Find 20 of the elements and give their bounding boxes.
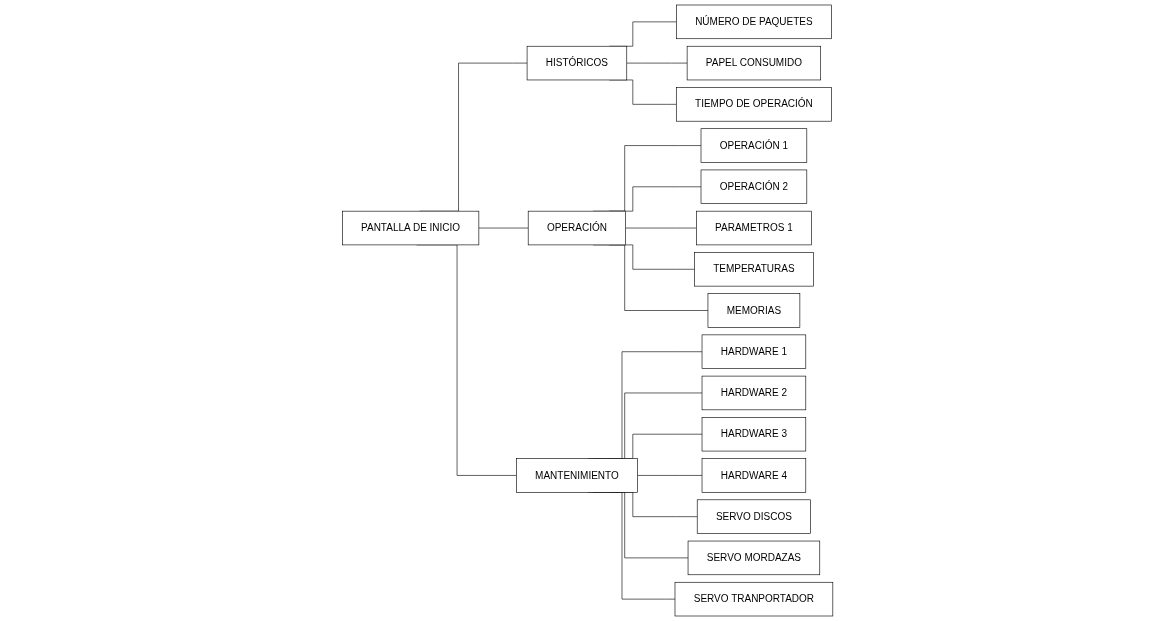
- connector: [637, 475, 703, 476]
- node-box: NÚMERO DE PAQUETES: [676, 4, 833, 40]
- node-box: TIEMPO DE OPERACIÓN: [676, 87, 833, 122]
- node-box: HISTÓRICOS: [527, 45, 628, 81]
- node-box: OPERACIÓN 2: [701, 169, 808, 204]
- node-box: HARDWARE 1: [702, 334, 807, 369]
- node-box: MEMORIAS: [708, 293, 801, 328]
- node-box: SERVO MORDAZAS: [688, 540, 821, 576]
- node-box: TEMPERATURAS: [694, 252, 815, 287]
- node-box: HARDWARE 2: [702, 375, 807, 411]
- node-box: MANTENIMIENTO: [516, 458, 639, 493]
- node-box: PARAMETROS 1: [696, 210, 813, 246]
- node-box: HARDWARE 3: [702, 417, 807, 452]
- node-box: OPERACIÓN: [528, 210, 627, 246]
- node-box: PANTALLA DE INICIO: [342, 210, 480, 246]
- node-box: SERVO DISCOS: [697, 499, 812, 534]
- node-box: HARDWARE 4: [702, 458, 807, 493]
- node-box: OPERACIÓN 1: [701, 128, 808, 163]
- node-box: PAPEL CONSUMIDO: [687, 45, 822, 81]
- node-box: SERVO TRANPORTADOR: [675, 581, 834, 617]
